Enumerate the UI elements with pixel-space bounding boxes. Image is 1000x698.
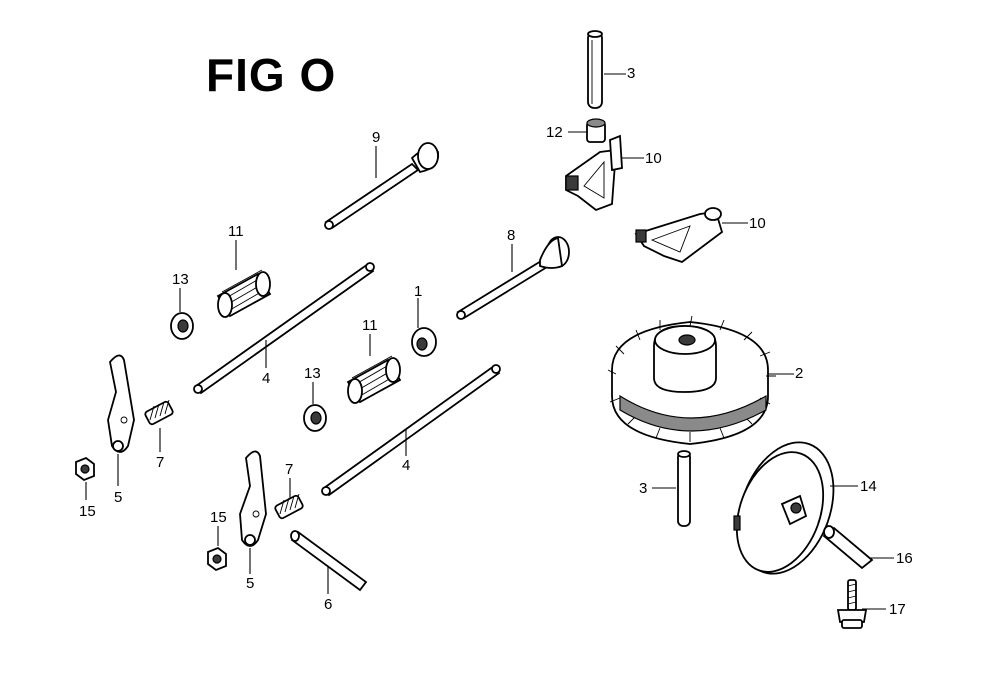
callout-11-lower: 11 [362,317,378,334]
callout-14: 14 [860,478,877,495]
part-12-bushing [586,118,606,143]
part-6-shaft [290,530,368,592]
part-15-nut-right [207,546,227,572]
part-5-rocker-right [239,450,267,547]
callout-2: 2 [795,365,804,382]
callout-8: 8 [507,227,516,244]
part-11-spring-lower [346,355,402,404]
callout-12: 12 [546,124,563,141]
part-11-spring-upper [216,269,272,318]
part-13-seal-upper [170,312,194,340]
part-3-pin-top [587,30,603,109]
part-7-screw-right [274,493,304,520]
callout-3-bottom: 3 [639,480,648,497]
callout-13-upper: 13 [172,271,189,288]
callout-4-upper: 4 [262,370,271,387]
callout-5-right: 5 [246,575,255,592]
callout-4-lower: 4 [402,457,411,474]
part-5-rocker-left [107,354,135,453]
part-13-seal-lower [303,404,327,432]
part-10-arm-upper [565,134,623,212]
part-7-screw-left [144,399,174,426]
callout-11-upper: 11 [228,223,244,240]
callout-7-right: 7 [285,461,294,478]
callout-3-top: 3 [627,65,636,82]
callout-10-lower: 10 [749,215,766,232]
part-1-retainer [411,327,437,357]
part-15-nut-left [75,456,95,482]
callout-16: 16 [896,550,913,567]
part-4-pushrod-lower [321,364,501,497]
callout-17: 17 [889,601,906,618]
part-14-plate [733,441,835,575]
figure-title: FIG O [206,49,337,101]
part-17-bolt [836,579,868,629]
callout-15-left: 15 [79,503,96,520]
callout-9: 9 [372,129,381,146]
part-16-pin [822,525,874,570]
callout-13-lower: 13 [304,365,321,382]
part-8-valve [456,236,570,320]
callout-10-upper: 10 [645,150,662,167]
part-2-cam-gear [607,315,776,445]
part-10-arm-lower [634,207,724,264]
callout-1: 1 [414,283,423,300]
callout-5-left: 5 [114,489,123,506]
callout-7-left: 7 [156,454,165,471]
part-9-valve [324,142,440,230]
callout-6: 6 [324,596,333,613]
callout-15-right: 15 [210,509,227,526]
part-3-pin-bottom [677,450,691,527]
part-4-pushrod-upper [193,262,375,395]
